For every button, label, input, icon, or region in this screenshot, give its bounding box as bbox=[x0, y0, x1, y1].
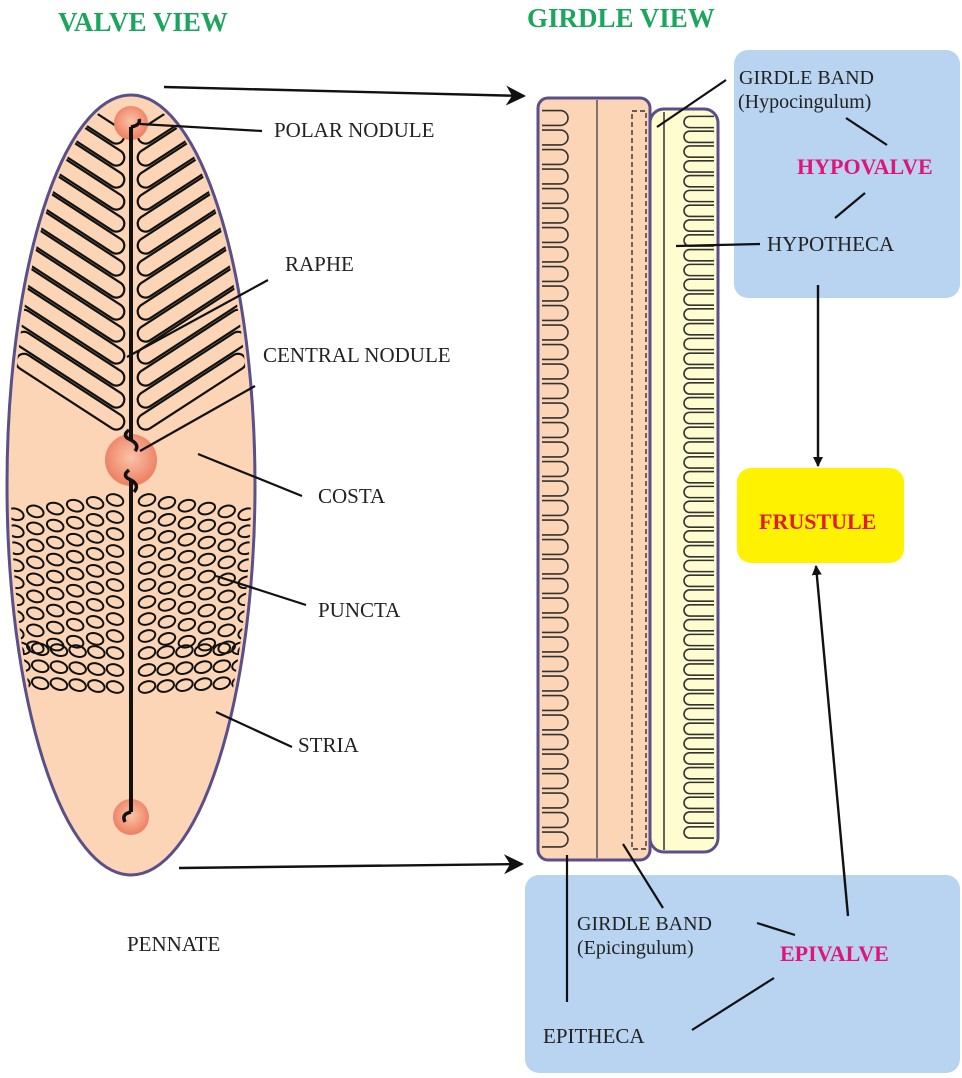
label-central-nodule: CENTRAL NODULE bbox=[263, 343, 451, 367]
epitheca-body bbox=[538, 98, 650, 860]
label-costa: COSTA bbox=[318, 484, 386, 508]
label-epi-girdle-band: GIRDLE BAND bbox=[577, 913, 712, 935]
label-epitheca: EPITHECA bbox=[543, 1024, 645, 1048]
arrow-top bbox=[164, 87, 524, 96]
label-epivalve: EPIVALVE bbox=[780, 941, 889, 966]
girdle bbox=[538, 98, 718, 860]
label-pennate: PENNATE bbox=[127, 932, 220, 956]
label-stria: STRIA bbox=[298, 733, 360, 757]
label-frustule: FRUSTULE bbox=[759, 509, 876, 534]
label-puncta: PUNCTA bbox=[318, 598, 401, 622]
label-epicingulum: (Epicingulum) bbox=[577, 937, 694, 959]
label-polar-nodule: POLAR NODULE bbox=[274, 118, 434, 142]
label-hypovalve: HYPOVALVE bbox=[797, 154, 933, 179]
label-hypo-girdle-band: GIRDLE BAND bbox=[739, 67, 874, 89]
valve bbox=[6, 84, 257, 875]
girdle-view-heading: GIRDLE VIEW bbox=[527, 3, 715, 33]
arrow-epivalve-frustule bbox=[816, 566, 848, 916]
arrow-bottom bbox=[179, 864, 522, 868]
label-raphe: RAPHE bbox=[285, 252, 354, 276]
label-hypocingulum: (Hypocingulum) bbox=[738, 91, 871, 113]
label-hypotheca: HYPOTHECA bbox=[767, 232, 895, 256]
valve-view-heading: VALVE VIEW bbox=[58, 7, 228, 37]
